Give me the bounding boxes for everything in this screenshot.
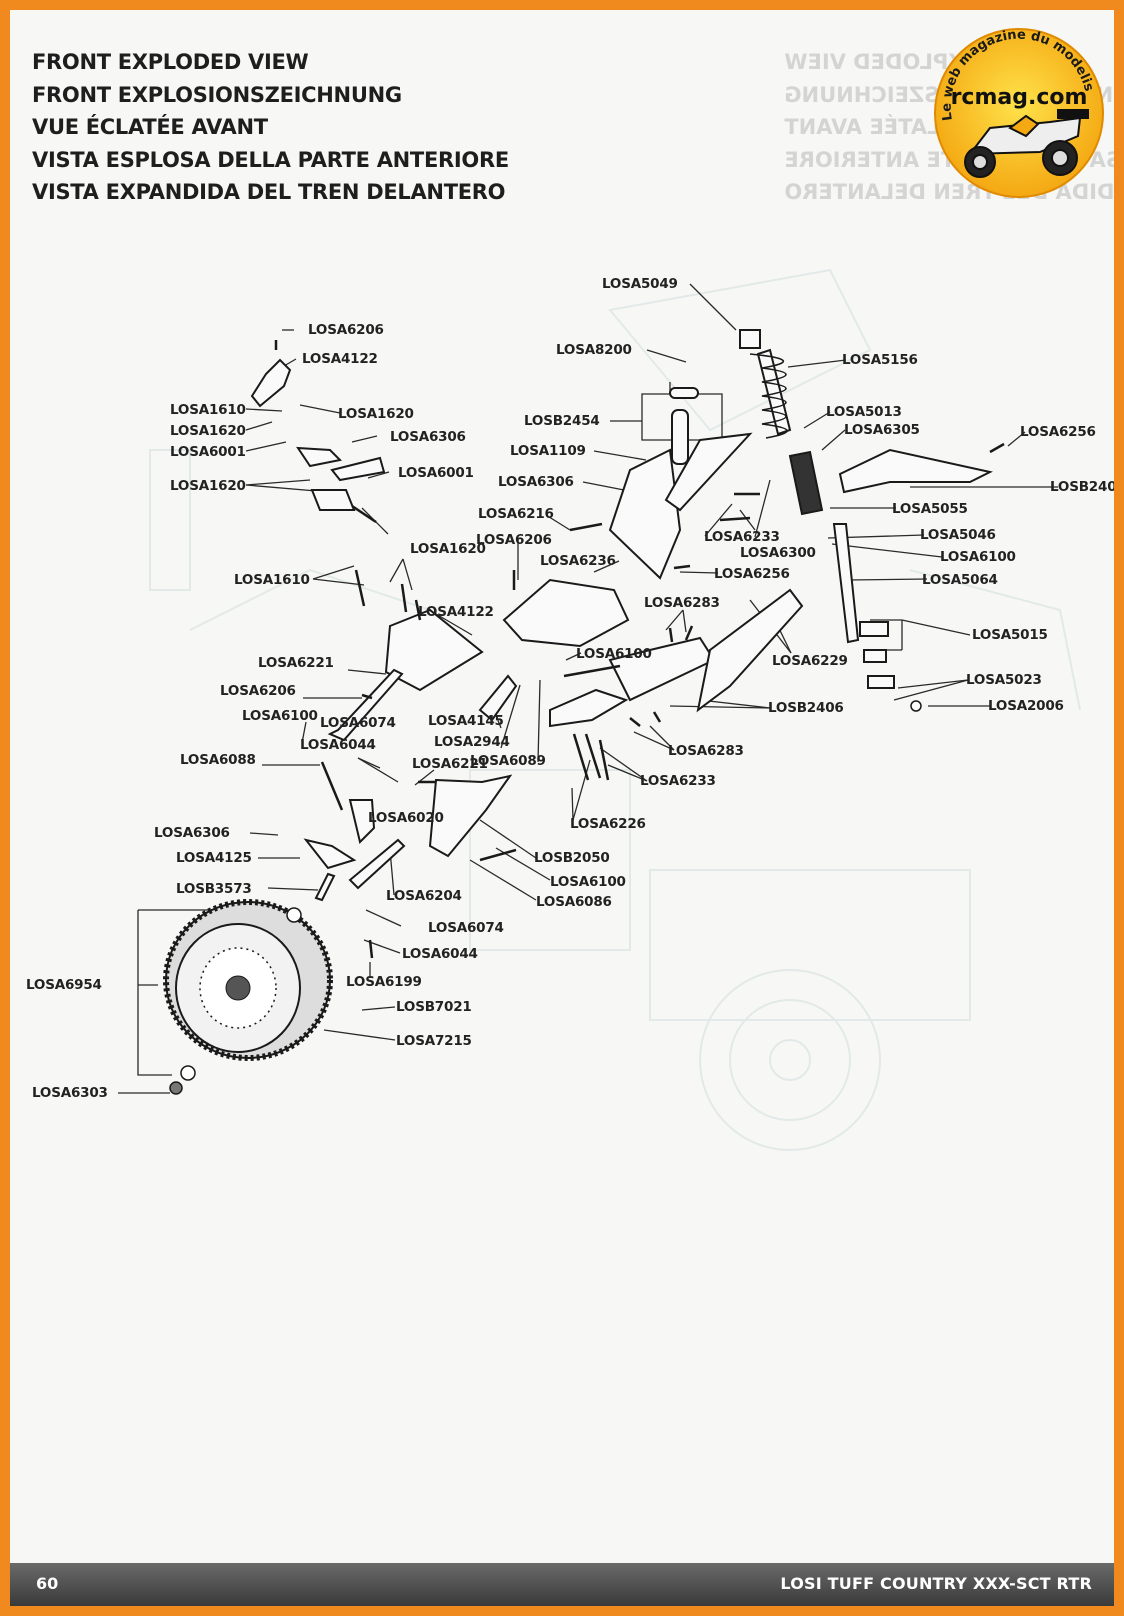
part-label: LOSA6074 — [320, 715, 396, 731]
part-label: LOSA1620 — [338, 406, 414, 422]
part-drawings — [250, 329, 993, 902]
part-label: LOSA5049 — [602, 276, 678, 292]
part-label: LOSA6305 — [844, 422, 920, 438]
part-label: LOSA6303 — [32, 1085, 108, 1101]
part-label: LOSA6283 — [668, 743, 744, 759]
part-label: LOSA6044 — [402, 946, 478, 962]
part-label: LOSA6206 — [308, 322, 384, 338]
title-fr: VUE ÉCLATÉE AVANT — [32, 115, 268, 139]
part-label: LOSB2406 — [1050, 479, 1114, 495]
part-label: LOSA5015 — [972, 627, 1048, 643]
part-label: LOSA6100 — [550, 874, 626, 890]
part-label: LOSB7021 — [396, 999, 472, 1015]
part-label: LOSA6206 — [220, 683, 296, 699]
part-label: LOSA6306 — [390, 429, 466, 445]
part-label: LOSA6256 — [714, 566, 790, 582]
part-label: LOSA1610 — [170, 402, 246, 418]
part-label: LOSA5156 — [842, 352, 918, 368]
title-es: VISTA EXPANDIDA DEL TREN DELANTERO — [32, 180, 506, 204]
part-label: LOSA5023 — [966, 672, 1042, 688]
part-label: LOSA6088 — [180, 752, 256, 768]
part-label: LOSA6306 — [154, 825, 230, 841]
part-label: LOSA1620 — [410, 541, 486, 557]
page-number: 60 — [36, 1574, 59, 1593]
part-label: LOSA6100 — [940, 549, 1016, 565]
leader-lines — [118, 283, 1058, 1094]
part-label: LOSA6204 — [386, 888, 462, 904]
part-label: LOSA6221 — [412, 756, 488, 772]
part-label: LOSA2006 — [988, 698, 1064, 714]
svg-text:rcmag.com: rcmag.com — [951, 85, 1088, 110]
part-label: LOSA1620 — [170, 423, 246, 439]
part-label: LOSA5046 — [920, 527, 996, 543]
wheel — [163, 700, 922, 1095]
part-label: LOSB2454 — [524, 413, 600, 429]
part-label: LOSA6020 — [368, 810, 444, 826]
exploded-view-diagram — [118, 268, 1081, 1151]
manual-page: FRONT EXPLODED VIEW FRONT EXPLOSIONSZEICH… — [10, 10, 1114, 1606]
part-label: LOSA6283 — [644, 595, 720, 611]
part-label: LOSA6100 — [242, 708, 318, 724]
part-label: LOSA6256 — [1020, 424, 1096, 440]
part-label: LOSA5064 — [922, 572, 998, 588]
part-label: LOSB3573 — [176, 881, 252, 897]
part-label: LOSA6089 — [470, 753, 546, 769]
part-label: LOSA1109 — [510, 443, 586, 459]
title-de: FRONT EXPLOSIONSZEICHNUNG — [32, 82, 402, 107]
part-label: LOSA6229 — [772, 653, 848, 669]
part-label: LOSB2406 — [768, 700, 844, 716]
rcmag-logo: Le web magazine du modelisme rcmag.com — [930, 24, 1104, 198]
part-label: LOSA6221 — [258, 655, 334, 671]
part-label: LOSA4122 — [302, 351, 378, 367]
part-label: LOSA6074 — [428, 920, 504, 936]
part-label: LOSA6001 — [398, 465, 474, 481]
part-label: LOSA6233 — [640, 773, 716, 789]
part-label: LOSA6216 — [478, 506, 554, 522]
part-label: LOSA2944 — [434, 734, 510, 750]
part-label: LOSA6236 — [540, 553, 616, 569]
part-label: LOSA4125 — [176, 850, 252, 866]
part-label: LOSA6199 — [346, 974, 422, 990]
part-label: LOSA6233 — [704, 529, 780, 545]
part-label: LOSA6001 — [170, 444, 246, 460]
part-label: LOSA4122 — [418, 604, 494, 620]
footer-bar: 60 LOSI TUFF COUNTRY XXX-SCT RTR — [10, 1563, 1114, 1606]
spring — [749, 353, 788, 439]
part-label: LOSA4145 — [428, 713, 504, 729]
title-it: VISTA ESPLOSA DELLA PARTE ANTERIORE — [32, 147, 509, 172]
title-en: FRONT EXPLODED VIEW — [32, 50, 309, 74]
part-label: LOSA5013 — [826, 404, 902, 420]
part-label: LOSA6300 — [740, 545, 816, 561]
part-label: LOSB2050 — [534, 850, 610, 866]
part-label: LOSA1620 — [170, 478, 246, 494]
part-label: LOSA6100 — [576, 646, 652, 662]
part-label: LOSA6954 — [26, 977, 102, 993]
part-label: LOSA6306 — [498, 474, 574, 490]
part-label: LOSA6206 — [476, 532, 552, 548]
model-name: LOSI TUFF COUNTRY XXX-SCT RTR — [780, 1574, 1092, 1593]
part-label: LOSA5055 — [892, 501, 968, 517]
part-label: LOSA7215 — [396, 1033, 472, 1049]
part-label: LOSA6226 — [570, 816, 646, 832]
part-label: LOSA6086 — [536, 894, 612, 910]
part-label: LOSA1610 — [234, 572, 310, 588]
screws-and-pins — [274, 340, 1005, 959]
part-label: LOSA6044 — [300, 737, 376, 753]
page-title-block: FRONT EXPLODED VIEW FRONT EXPLOSIONSZEIC… — [32, 46, 509, 209]
part-label: LOSA8200 — [556, 342, 632, 358]
